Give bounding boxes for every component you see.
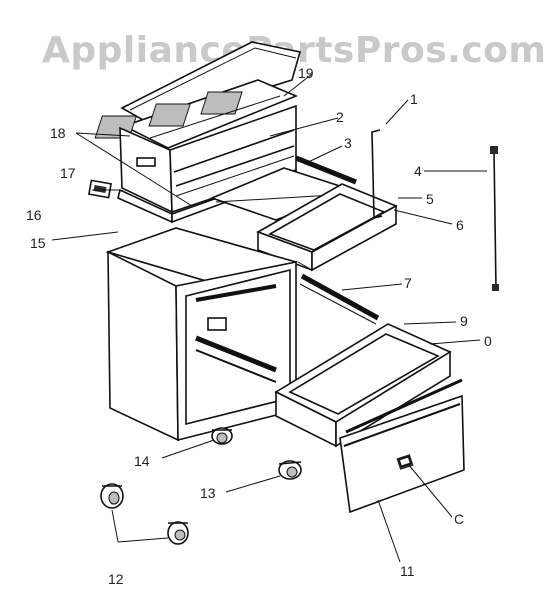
caster-12b bbox=[167, 521, 189, 545]
callout-18: 18 bbox=[50, 125, 66, 141]
side-handle-slot bbox=[136, 157, 156, 167]
door-panel bbox=[339, 394, 465, 514]
callout-3: 3 bbox=[344, 135, 352, 151]
callout-14: 14 bbox=[134, 453, 150, 469]
callout-lock: C bbox=[454, 511, 464, 527]
lower-cabinet-side bbox=[107, 250, 179, 442]
callout-19: 19 bbox=[298, 65, 314, 81]
drawer-9 bbox=[274, 323, 463, 448]
callout-16: 16 bbox=[26, 207, 42, 223]
tray-compartment bbox=[148, 103, 191, 127]
lower-cabinet bbox=[105, 227, 380, 442]
callout-15: 15 bbox=[30, 235, 46, 251]
callout-4: 4 bbox=[414, 163, 422, 179]
part-1-bracket bbox=[371, 129, 383, 220]
callout-9: 9 bbox=[460, 313, 468, 329]
callouts: 1 2 3 4 5 6 7 9 0 11 12 13 14 15 16 17 1… bbox=[26, 65, 492, 587]
callout-6: 6 bbox=[456, 217, 464, 233]
drawer-6-front bbox=[311, 204, 397, 272]
caster-12a bbox=[100, 483, 124, 509]
drawer-9-inner bbox=[288, 333, 440, 415]
callout-7: 7 bbox=[404, 275, 412, 291]
callout-10: 0 bbox=[484, 333, 492, 349]
top-chest bbox=[94, 41, 357, 224]
callout-5: 5 bbox=[426, 191, 434, 207]
callout-12: 12 bbox=[108, 571, 124, 587]
callout-13: 13 bbox=[200, 485, 216, 501]
part-4-screw bbox=[490, 146, 499, 291]
callout-17: 17 bbox=[60, 165, 76, 181]
drawer-6 bbox=[256, 183, 398, 272]
callout-1: 1 bbox=[410, 91, 418, 107]
callout-11: 11 bbox=[400, 563, 415, 579]
leader-lines bbox=[51, 73, 487, 563]
tray-compartment bbox=[200, 91, 243, 115]
callout-2: 2 bbox=[336, 109, 344, 125]
caster-13 bbox=[278, 460, 302, 480]
caster-14 bbox=[211, 427, 233, 445]
